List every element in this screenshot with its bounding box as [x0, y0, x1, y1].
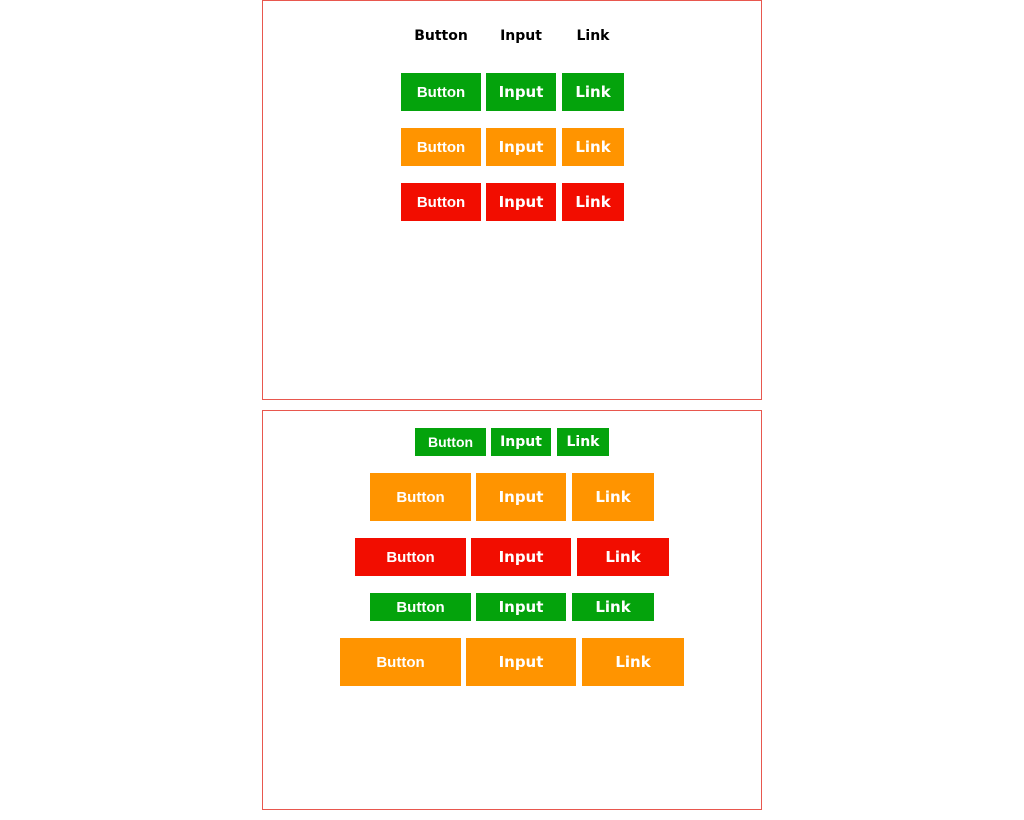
input-red[interactable]: Input: [486, 183, 556, 221]
button-orange-xl[interactable]: Button: [340, 638, 461, 686]
button-red[interactable]: Button: [401, 183, 481, 221]
link-orange-large[interactable]: Link: [572, 473, 654, 521]
link-green-wide[interactable]: Link: [572, 593, 654, 621]
button-orange-large[interactable]: Button: [370, 473, 471, 521]
bottom-demo-panel: Button Input Link Button Input Link Butt…: [262, 410, 762, 810]
input-red-wide[interactable]: Input: [471, 538, 571, 576]
link-red[interactable]: Link: [562, 183, 624, 221]
input-green[interactable]: Input: [486, 73, 556, 111]
link-green[interactable]: Link: [562, 73, 624, 111]
top-demo-panel: Button Input Link Button Input Link Butt…: [262, 0, 762, 400]
plain-input-label: Input: [500, 28, 542, 44]
button-red-wide[interactable]: Button: [355, 538, 466, 576]
link-orange-xl[interactable]: Link: [582, 638, 684, 686]
link-green-small[interactable]: Link: [557, 428, 609, 456]
button-orange[interactable]: Button: [401, 128, 481, 166]
input-orange-xl[interactable]: Input: [466, 638, 576, 686]
button-green-wide[interactable]: Button: [370, 593, 471, 621]
input-green-small[interactable]: Input: [491, 428, 551, 456]
button-green-small[interactable]: Button: [415, 428, 486, 456]
input-green-wide[interactable]: Input: [476, 593, 566, 621]
button-green[interactable]: Button: [401, 73, 481, 111]
input-orange[interactable]: Input: [486, 128, 556, 166]
input-orange-large[interactable]: Input: [476, 473, 566, 521]
link-orange[interactable]: Link: [562, 128, 624, 166]
plain-button-label: Button: [414, 28, 468, 44]
plain-link-label: Link: [576, 28, 610, 44]
link-red-wide[interactable]: Link: [577, 538, 669, 576]
